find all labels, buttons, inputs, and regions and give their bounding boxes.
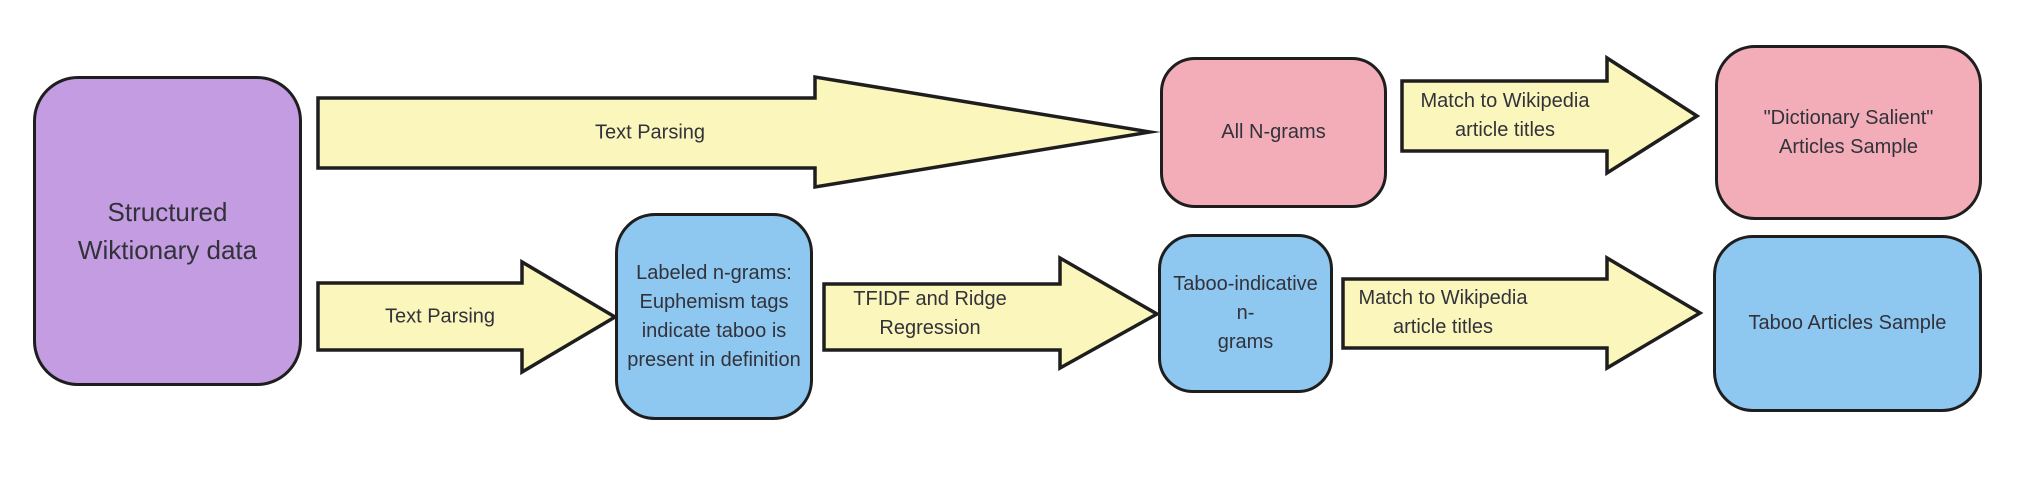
node-labeled-n-grams: Labeled n-grams: Euphemism tags indicate… xyxy=(615,213,813,420)
arrow-tfidf-ridge-regression xyxy=(822,254,1161,371)
node-label: Taboo Articles Sample xyxy=(1748,312,1947,334)
arrow-label-text-parsing-top: Text Parsing xyxy=(594,121,706,144)
node-all-n-grams: All N-grams xyxy=(1160,57,1387,208)
arrow-label-match-wikipedia-top: Match to Wikipedia article titles xyxy=(1420,90,1590,141)
arrow-text-parsing-top xyxy=(316,74,1161,190)
node-structured-wiktionary-data: Structured Wiktionary data xyxy=(33,76,302,386)
node-label: Taboo-indicative n- grams xyxy=(1173,273,1318,353)
node-label: Labeled n-grams: Euphemism tags indicate… xyxy=(627,261,801,371)
arrow-match-wikipedia-bottom xyxy=(1341,254,1704,372)
arrow-label-match-wikipedia-bottom: Match to Wikipedia article titles xyxy=(1358,287,1528,338)
arrow-label-text-parsing-bottom: Text Parsing xyxy=(384,305,496,328)
node-label: Structured Wiktionary data xyxy=(77,197,258,265)
node-dictionary-salient-articles-sample: "Dictionary Salient" Articles Sample xyxy=(1715,45,1982,220)
arrow-text-parsing-bottom xyxy=(316,258,619,376)
node-label: "Dictionary Salient" Articles Sample xyxy=(1763,106,1934,158)
node-taboo-articles-sample: Taboo Articles Sample xyxy=(1713,235,1982,412)
node-taboo-indicative-n-grams: Taboo-indicative n- grams xyxy=(1158,234,1333,393)
arrow-label-tfidf-ridge-regression: TFIDF and Ridge Regression xyxy=(853,288,1007,339)
node-label: All N-grams xyxy=(1221,121,1326,143)
arrow-match-wikipedia-top xyxy=(1400,54,1701,177)
